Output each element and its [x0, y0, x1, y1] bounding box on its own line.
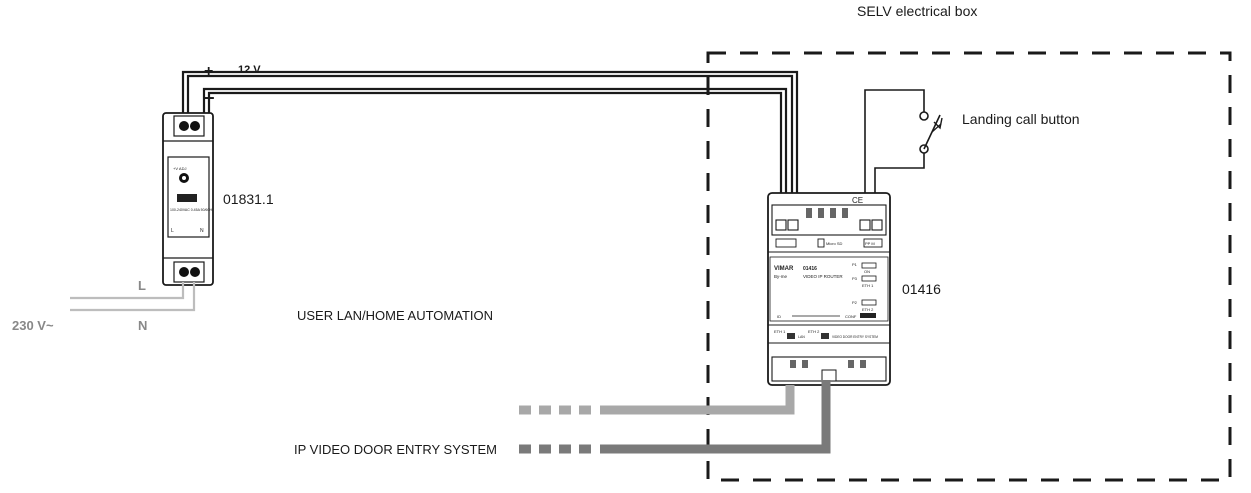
psu-l-terminal: L — [171, 228, 174, 234]
psu-adj-label: +V ADJ — [173, 166, 186, 171]
plus-sign: + — [204, 63, 213, 80]
router-on-label: ON — [864, 269, 870, 274]
router-eth1-label: ETH 1 — [862, 283, 874, 288]
lan-cable — [519, 385, 795, 415]
router-series: By-me — [774, 274, 787, 279]
push-button-icon — [919, 111, 943, 154]
ip-video-cable — [519, 380, 831, 454]
line-n-label: N — [138, 318, 147, 333]
ce-mark: CE — [852, 196, 863, 205]
router-p3-label: P3 — [852, 276, 858, 281]
dc-wires — [181, 70, 799, 198]
selv-box-label: SELV electrical box — [857, 3, 977, 19]
selv-box-outline — [706, 51, 1232, 482]
video-ip-router-module — [767, 192, 891, 386]
landing-call-wiring — [864, 89, 925, 198]
positive-wire-inner — [186, 74, 794, 198]
power-supply-code: 01831.1 — [223, 191, 274, 207]
router-door-label: VIDEO DOOR ENTRY SYSTEM — [832, 335, 878, 339]
ip-video-label: IP VIDEO DOOR ENTRY SYSTEM — [294, 442, 497, 457]
router-pp-label: PP M — [865, 241, 875, 246]
mains-voltage-label: 230 V~ — [12, 318, 54, 333]
landing-call-label: Landing call button — [962, 111, 1080, 127]
router-code: 01416 — [902, 281, 941, 297]
router-brand: VIMAR — [774, 266, 794, 272]
router-description: VIDEO IP ROUTER — [803, 274, 843, 279]
router-p2-label: P2 — [852, 300, 858, 305]
minus-sign: − — [204, 88, 215, 108]
router-eth1-port-label: ETH 1 — [774, 329, 786, 334]
router-lan-label: LAN — [798, 335, 805, 339]
router-p1-label: P1 — [852, 262, 858, 267]
positive-wire-outer — [181, 70, 799, 198]
router-microsd-label: Micro SD — [826, 241, 843, 246]
mains-wires — [70, 282, 196, 312]
negative-wire-inner — [207, 91, 783, 198]
psu-n-terminal: N — [200, 228, 204, 234]
line-l-label: L — [138, 278, 146, 293]
voltage-label: 12 V — [238, 64, 261, 76]
router-id-label: ID — [777, 314, 781, 319]
user-lan-label: USER LAN/HOME AUTOMATION — [297, 308, 493, 323]
negative-wire-outer — [202, 87, 788, 198]
power-supply-module — [162, 112, 214, 286]
router-conf-label: CONF — [845, 314, 857, 319]
router-eth2-port-label: ETH 2 — [808, 329, 820, 334]
psu-brand-logo: MW — [179, 196, 188, 202]
router-eth2-label: ETH 2 — [862, 307, 874, 312]
psu-specs: 100-240VAC 0.45A 50/60Hz — [170, 208, 214, 212]
router-model: 01416 — [803, 266, 817, 272]
